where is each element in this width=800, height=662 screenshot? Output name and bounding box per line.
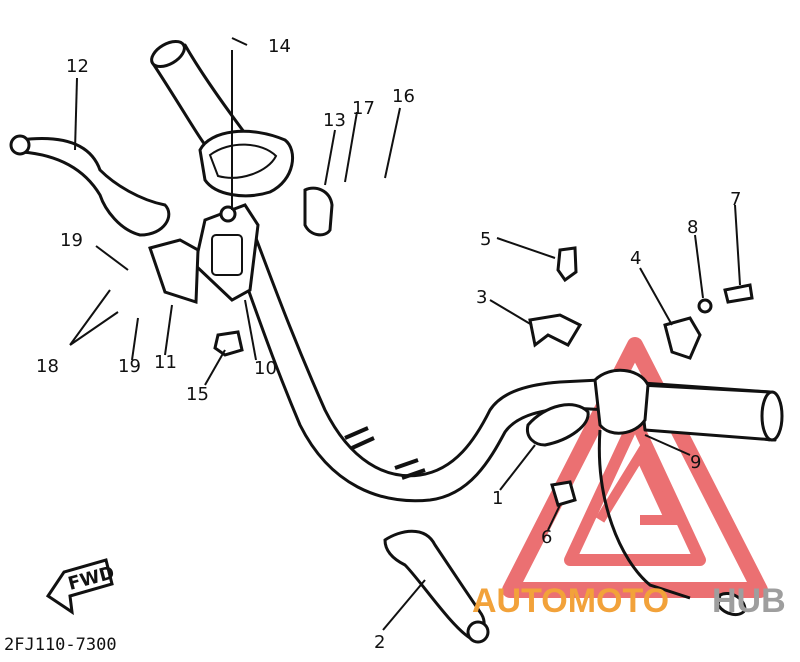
callout-6: 6 — [541, 527, 552, 548]
fwd-arrow: FWD — [45, 558, 117, 616]
watermark-text-left: AUTOMOTO — [472, 582, 669, 620]
watermark-text-right: HUB — [712, 582, 786, 620]
callout-10: 10 — [254, 358, 277, 379]
callout-19b: 19 — [118, 356, 141, 377]
callout-19a: 19 — [60, 230, 83, 251]
leader-lines — [69, 37, 741, 631]
callout-1: 1 — [492, 488, 503, 509]
callout-3: 3 — [476, 287, 487, 308]
callout-5: 5 — [480, 229, 491, 250]
callout-13: 13 — [323, 110, 346, 131]
callout-11: 11 — [154, 352, 177, 373]
callout-8: 8 — [687, 217, 698, 238]
clutch-perch-assembly — [9, 129, 334, 357]
callout-17: 17 — [352, 98, 375, 119]
brake-assembly — [383, 246, 754, 644]
callout-16: 16 — [392, 86, 415, 107]
part-code: 2FJ110-7300 — [4, 635, 117, 655]
callout-15: 15 — [186, 384, 209, 405]
callout-12: 12 — [66, 56, 89, 77]
callout-18: 18 — [36, 356, 59, 377]
callout-14: 14 — [268, 36, 291, 57]
callout-numbers: 1 2 3 4 5 6 7 8 9 10 11 12 13 14 15 16 1… — [36, 36, 741, 653]
watermark-text: AUTOMOTO HUB — [472, 582, 786, 620]
handlebar — [150, 40, 784, 503]
callout-7: 7 — [730, 189, 741, 210]
callout-9: 9 — [690, 452, 701, 473]
callout-4: 4 — [630, 248, 641, 269]
callout-2: 2 — [374, 632, 385, 653]
